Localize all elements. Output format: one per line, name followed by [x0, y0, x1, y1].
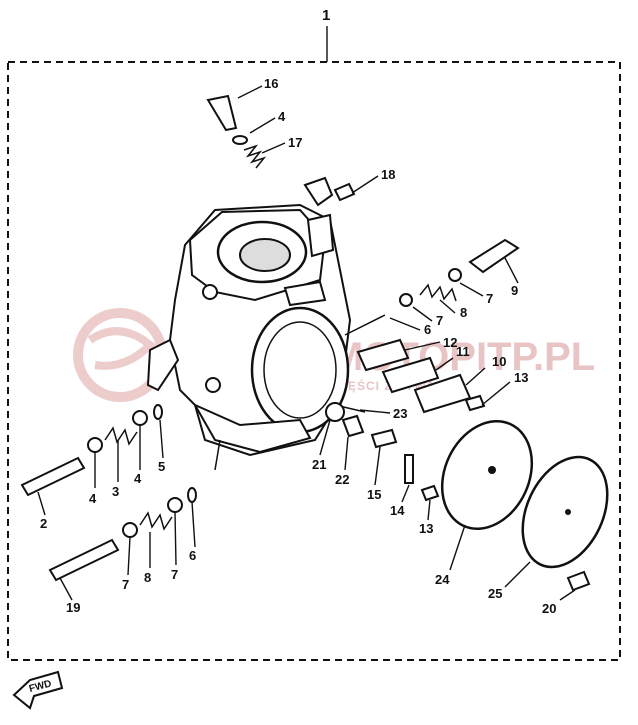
screw-13-top [464, 394, 486, 412]
callout-label: 17 [288, 135, 302, 150]
screw-13-bottom [420, 484, 440, 502]
spring-17 [243, 144, 267, 169]
o-ring-6 [187, 487, 197, 503]
pump-parts [325, 314, 609, 592]
callout-labels: 16 4 17 18 9 7 8 7 6 12 11 10 13 23 5 4 … [40, 76, 556, 616]
screw-19 [48, 538, 120, 582]
diaphragm-25-center [565, 509, 571, 515]
diaphragm-24-center [488, 466, 496, 474]
washer-4-left [87, 437, 103, 453]
rod-6-right [344, 314, 386, 336]
washer-7-right [448, 268, 462, 282]
watermark: MOTOPITP.PL CZĘŚCI Z ZYWA [73, 308, 595, 402]
flange-bolt-hole [205, 377, 221, 393]
fwd-arrow-shape [12, 670, 64, 710]
washer-7-right2 [399, 293, 413, 307]
jet-15 [370, 428, 398, 449]
callout-label: 19 [66, 600, 80, 615]
gasket-12 [356, 338, 410, 372]
assembly-number: 1 [322, 7, 330, 24]
washer-7-left [122, 522, 138, 538]
callout-label: 12 [443, 335, 457, 350]
callout-label: 14 [390, 503, 405, 518]
body-tab [214, 439, 221, 471]
callout-label: 9 [511, 283, 518, 298]
callout-label: 3 [112, 484, 119, 499]
callout-label: 13 [514, 370, 528, 385]
o-ring-5 [153, 404, 163, 420]
callout-label: 20 [542, 601, 556, 616]
throttle-spring-boss [306, 213, 335, 258]
washer-4-left2 [132, 410, 148, 426]
callout-label: 7 [171, 567, 178, 582]
spring-8-left [139, 511, 173, 531]
pin-14 [404, 454, 414, 484]
callout-label: 15 [367, 487, 381, 502]
callout-label: 7 [122, 577, 129, 592]
spring-8-right [419, 283, 457, 302]
callout-label: 21 [312, 457, 326, 472]
callout-label: 8 [460, 305, 467, 320]
callout-label: 6 [189, 548, 196, 563]
callout-label: 25 [488, 586, 502, 601]
idle-screw-16 [206, 94, 238, 132]
diaphragm-24 [440, 419, 534, 531]
choke-lever [303, 176, 334, 207]
valve-22 [341, 414, 365, 438]
callout-label: 4 [278, 109, 286, 124]
linkage-bracket [283, 280, 327, 307]
callout-label: 22 [335, 472, 349, 487]
watermark-logo-swoosh [87, 327, 156, 370]
adjust-screws [20, 94, 520, 582]
washer-7-left2 [167, 497, 183, 513]
callout-label: 23 [393, 406, 407, 421]
assembly-border [7, 61, 621, 661]
carburetor-body [146, 176, 352, 471]
callout-label: 13 [419, 521, 433, 536]
throttle-valve [239, 238, 291, 272]
callout-label: 2 [40, 516, 47, 531]
fwd-arrow: FWD [12, 670, 64, 710]
callout-label: 24 [435, 572, 450, 587]
callout-label: 16 [264, 76, 278, 91]
spring-3 [104, 426, 138, 446]
plate-11 [381, 356, 440, 394]
callout-label: 10 [492, 354, 506, 369]
washer-4-top [232, 135, 248, 145]
mixture-screw-9 [468, 238, 520, 274]
fuel-fitting [146, 338, 180, 392]
bolt-20 [566, 570, 591, 592]
screw-18 [333, 182, 356, 202]
callout-label: 18 [381, 167, 395, 182]
callout-label: 6 [424, 322, 431, 337]
callout-label: 4 [134, 471, 142, 486]
flange-bolt-hole [202, 284, 218, 300]
callout-label: 7 [436, 313, 443, 328]
callout-label: 11 [456, 344, 470, 359]
gasket-21 [325, 402, 345, 422]
screw-2 [20, 456, 86, 497]
leader-lines [37, 85, 576, 601]
callout-label: 4 [89, 491, 97, 506]
callout-label: 8 [144, 570, 151, 585]
pump-mount-inner [263, 321, 337, 419]
callout-label: 5 [158, 459, 165, 474]
callout-label: 7 [486, 291, 493, 306]
body-base [192, 402, 312, 454]
